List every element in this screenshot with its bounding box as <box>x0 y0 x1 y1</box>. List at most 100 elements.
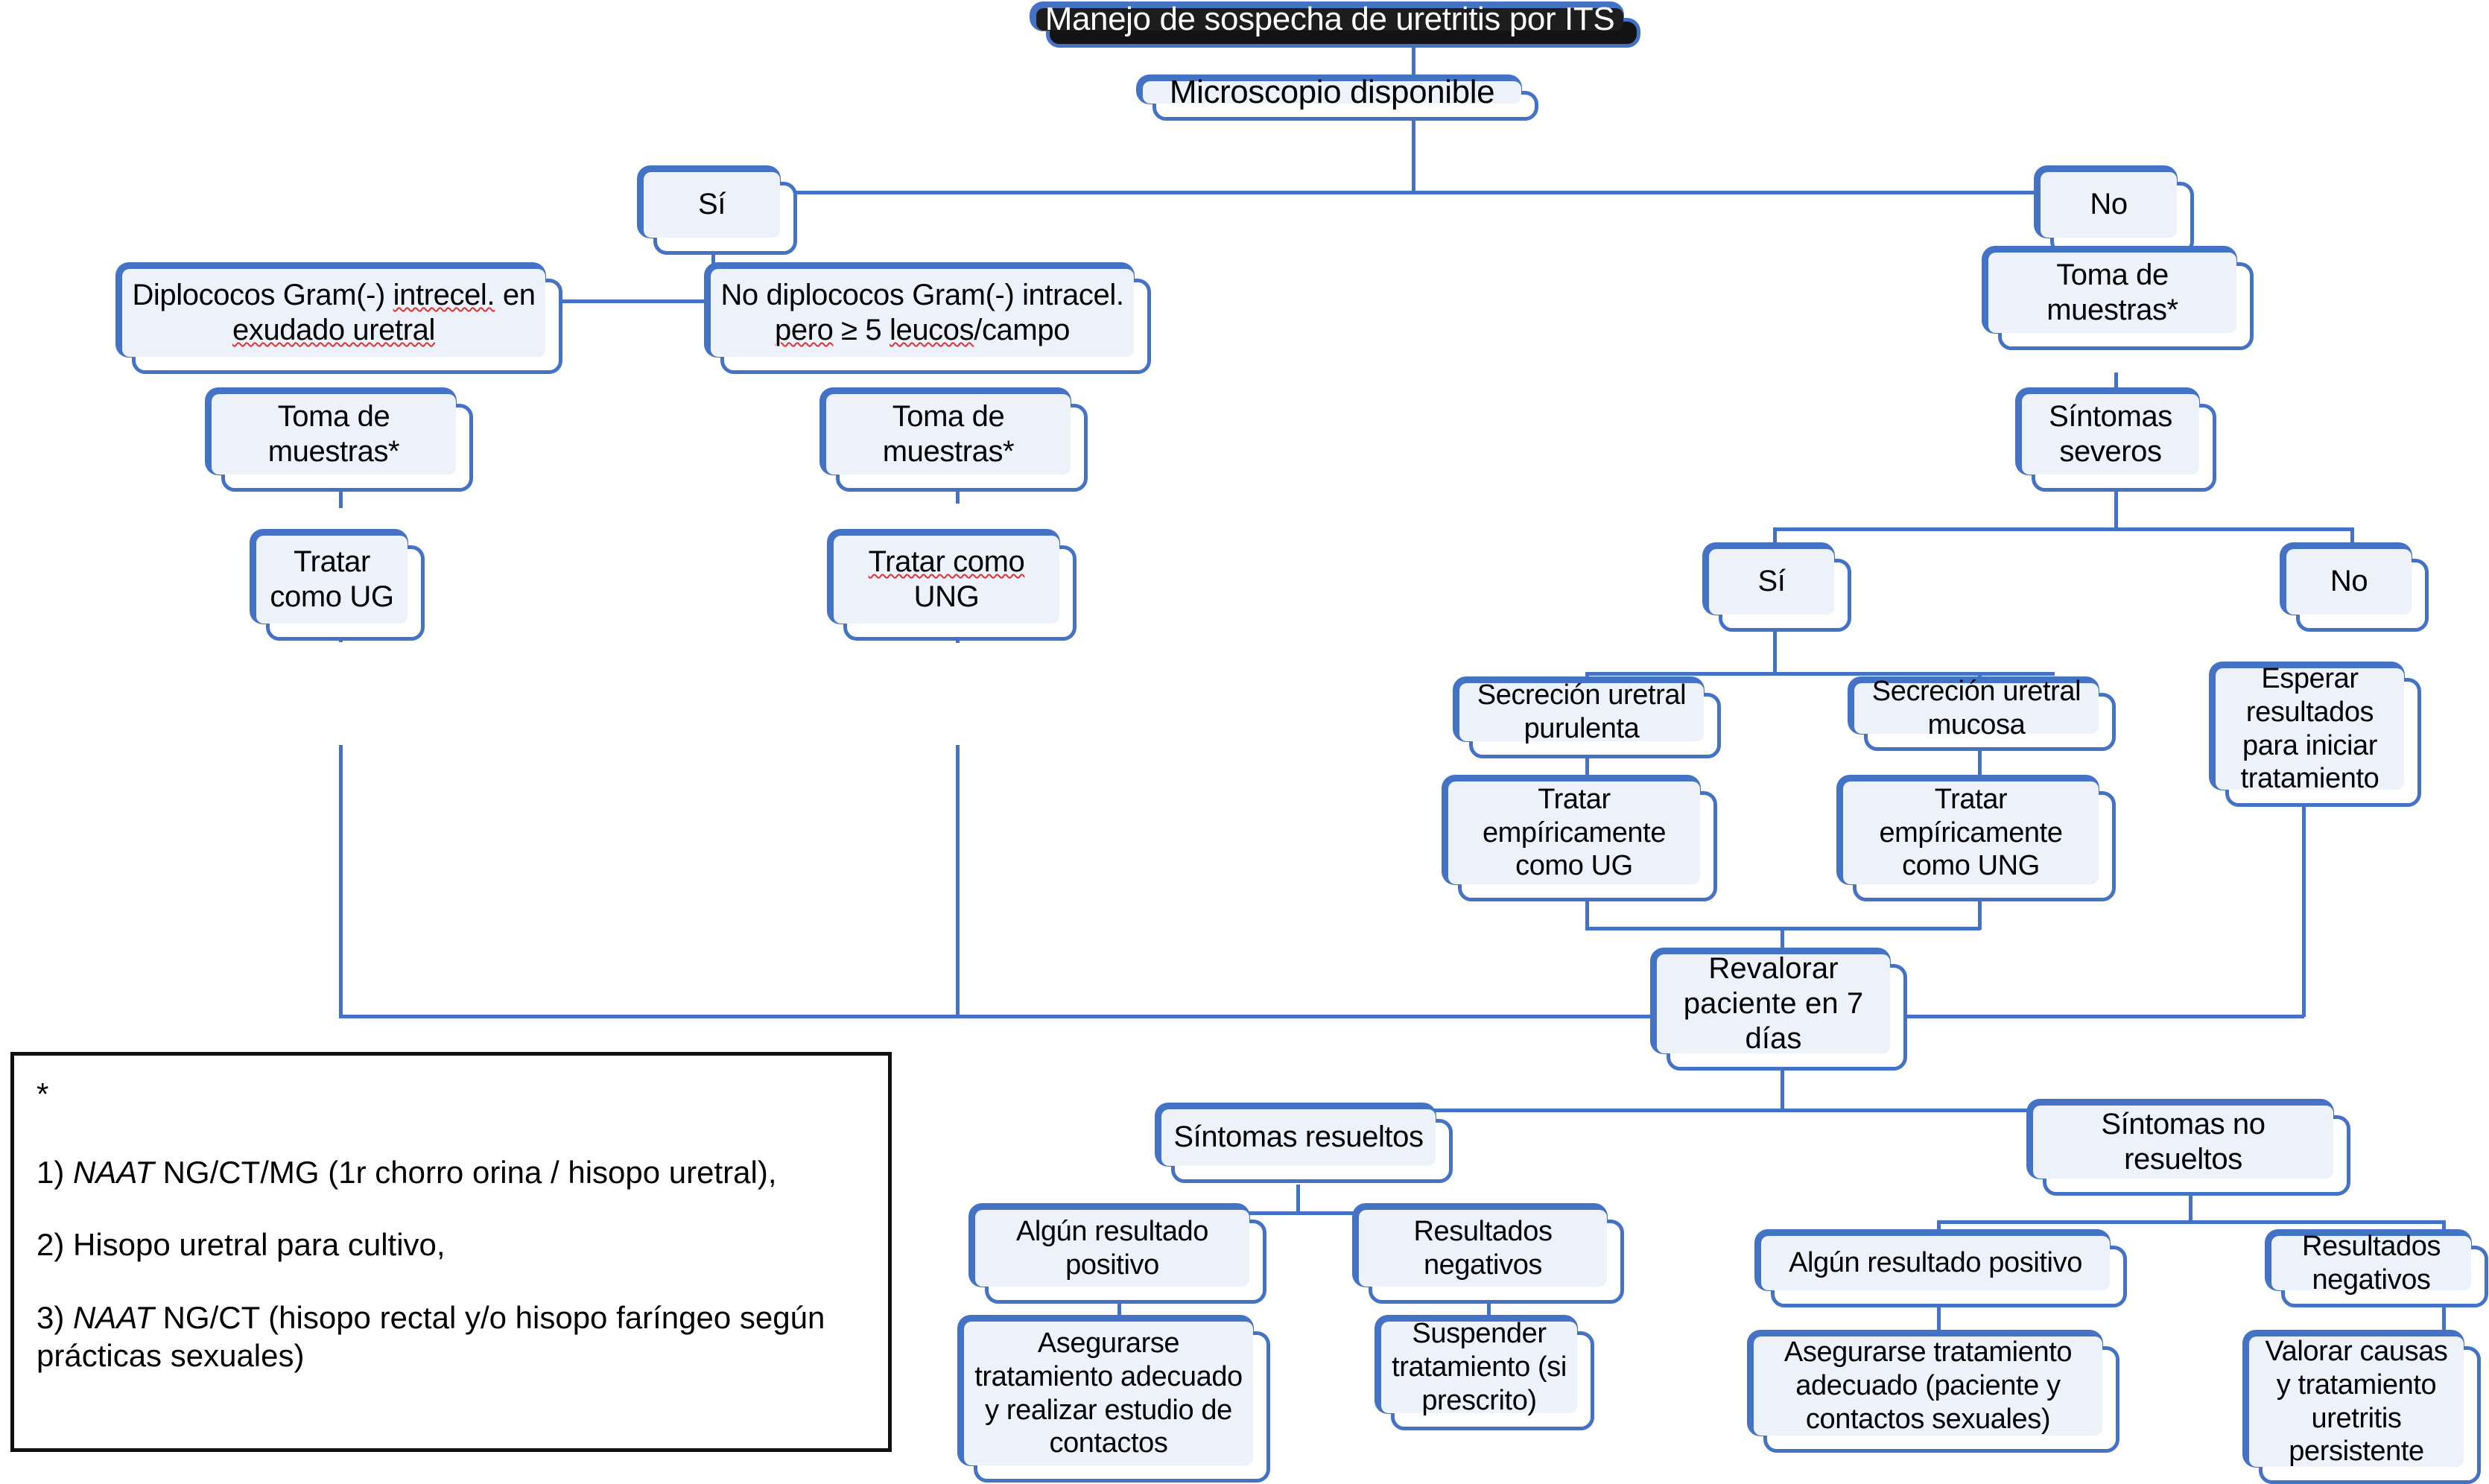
node-label: Algún resultado positivo <box>975 1210 1249 1287</box>
node-card: Sí <box>1709 549 1851 632</box>
node-card: Tratar como UG <box>256 536 425 641</box>
connector-root-microscopio <box>1412 45 1415 83</box>
node-label: Revalorar paciente en 7 días <box>1657 952 1890 1055</box>
footnote-item-3-suffix: NG/CT (hisopo rectal y/o hisopo faríngeo… <box>37 1299 825 1373</box>
node-label: Tratar como UNG <box>834 536 1059 624</box>
connector-noresueltos-down <box>2189 1193 2192 1223</box>
node-card: Sí <box>644 172 797 255</box>
footnote-item-1-emphasis: NAAT <box>73 1155 154 1190</box>
connector-severos-split <box>1773 527 2354 531</box>
footnote-item-3: 3) NAAT NG/CT (hisopo rectal y/o hisopo … <box>37 1298 866 1374</box>
footnote-item-2: 2) Hisopo uretral para cultivo, <box>37 1227 446 1263</box>
node-secrecion-purulenta[interactable]: Secreción uretral purulenta <box>1453 676 1721 758</box>
node-card: Algún resultado positivo <box>1761 1236 2127 1307</box>
node-secrecion-mucosa[interactable]: Secreción uretral mucosa <box>1848 676 2116 751</box>
connector-tratarug-down <box>339 745 343 1017</box>
node-toma-muestras-izquierda[interactable]: Toma de muestras* <box>205 387 473 492</box>
node-card: Resultados negativos <box>1359 1210 1624 1304</box>
node-valorar-causas-uretritis-persistente[interactable]: Valorar causas y tratamiento uretritis p… <box>2242 1330 2481 1484</box>
footnote-panel: * 1) NAAT NG/CT/MG (1r chorro orina / hi… <box>10 1052 892 1452</box>
node-toma-muestras-centro[interactable]: Toma de muestras* <box>819 387 1088 492</box>
node-sintomas-no-resueltos[interactable]: Síntomas no resueltos <box>2026 1099 2350 1196</box>
connector-severos-down <box>2114 492 2118 530</box>
node-label: Síntomas no resueltos <box>2033 1106 2333 1179</box>
node-label-line1: No diplococos Gram(-) intracel. <box>720 278 1124 311</box>
node-label-line2: exudado uretral <box>232 314 435 346</box>
node-severos-no[interactable]: No <box>2280 542 2429 632</box>
node-asegurarse-paciente-contactos[interactable]: Asegurarse tratamiento adecuado (pacient… <box>1747 1330 2119 1453</box>
node-label: Secreción uretral purulenta <box>1459 679 1704 744</box>
node-resultados-negativos-no-resueltos[interactable]: Resultados negativos <box>2265 1229 2488 1307</box>
node-label: No <box>2286 549 2412 615</box>
node-label: Resultados negativos <box>2271 1231 2471 1296</box>
connector-si-split <box>339 299 931 303</box>
node-card: Asegurarse tratamiento adecuado (pacient… <box>1754 1336 2119 1453</box>
node-card: Síntomas severos <box>2022 394 2216 492</box>
node-label: Síntomas resueltos <box>1161 1109 1436 1166</box>
node-card: Síntomas no resueltos <box>2033 1106 2350 1196</box>
node-toma-muestras-derecha[interactable]: Toma de muestras* <box>1982 246 2254 350</box>
footnote-item-3-prefix: 3) <box>37 1299 74 1335</box>
node-label-line1: Tratar como <box>868 545 1025 578</box>
node-label: Tratar empíricamente como UNG <box>1843 781 2099 884</box>
node-sintomas-resueltos[interactable]: Síntomas resueltos <box>1155 1103 1453 1183</box>
node-card: Asegurarse tratamiento adecuado y realiz… <box>964 1322 1270 1483</box>
node-label-line2: UNG <box>913 580 980 613</box>
node-label: Toma de muestras* <box>1988 253 2236 333</box>
connector-purulenta-tratar <box>1585 749 1589 786</box>
node-label: Valorar causas y tratamiento uretritis p… <box>2249 1336 2464 1467</box>
footnote-item-1-prefix: 1) <box>37 1155 74 1190</box>
connector-microscopio-down <box>1412 119 1415 192</box>
node-label: Secreción uretral mucosa <box>1854 676 2099 741</box>
node-label: Resultados negativos <box>1359 1210 1607 1287</box>
node-tratar-empiricamente-ug[interactable]: Tratar empíricamente como UG <box>1442 775 1717 901</box>
node-label: No <box>2041 172 2177 238</box>
node-root-title[interactable]: Manejo de sospecha de uretritis por ITS <box>1030 1 1640 48</box>
node-card: Tratar empíricamente como UNG <box>1843 781 2116 901</box>
node-resultados-negativos-resueltos[interactable]: Resultados negativos <box>1352 1203 1624 1304</box>
node-no-diplococos[interactable]: No diplococos Gram(-) intracel. pero ≥ 5… <box>704 262 1151 374</box>
node-card: No <box>2041 172 2194 255</box>
node-microscopio-si[interactable]: Sí <box>637 165 797 255</box>
connector-tratarung-down <box>956 745 960 1017</box>
node-microscopio-no[interactable]: No <box>2034 165 2194 255</box>
node-diplococos-positivos[interactable]: Diplococos Gram(-) intrecel. en exudado … <box>115 262 562 374</box>
node-algun-resultado-positivo-resueltos[interactable]: Algún resultado positivo <box>968 1203 1266 1304</box>
node-tratar-empiricamente-ung[interactable]: Tratar empíricamente como UNG <box>1836 775 2116 901</box>
node-label: Asegurarse tratamiento adecuado y realiz… <box>964 1322 1253 1465</box>
connector-revalorar-down <box>1781 1069 1784 1112</box>
node-esperar-resultados[interactable]: Esperar resultados para iniciar tratamie… <box>2209 662 2421 807</box>
node-label: Síntomas severos <box>2022 394 2199 475</box>
node-card: Síntomas resueltos <box>1161 1109 1453 1183</box>
connector-revalorar-split <box>1296 1109 2190 1112</box>
node-card: Secreción uretral purulenta <box>1459 679 1721 758</box>
node-suspender-tratamiento[interactable]: Suspender tratamiento (si prescrito) <box>1375 1315 1594 1430</box>
node-label: Tratar empíricamente como UG <box>1448 781 1700 884</box>
connector-tratarug-merge <box>1585 891 1589 930</box>
node-card: Esperar resultados para iniciar tratamie… <box>2216 663 2421 807</box>
node-tratar-como-ung[interactable]: Tratar como UNG <box>827 529 1077 641</box>
node-severos-si[interactable]: Sí <box>1702 542 1851 632</box>
node-card: Toma de muestras* <box>1988 253 2254 350</box>
node-revalorar-paciente[interactable]: Revalorar paciente en 7 días <box>1650 948 1907 1071</box>
node-card: Toma de muestras* <box>826 394 1088 492</box>
footnote-item-1-suffix: NG/CT/MG (1r chorro orina / hisopo uretr… <box>153 1155 777 1190</box>
node-label: No diplococos Gram(-) intracel. pero ≥ 5… <box>711 269 1134 357</box>
connector-esperar-down <box>2302 801 2306 1017</box>
node-card: Tratar como UNG <box>834 536 1077 641</box>
node-algun-resultado-positivo-no-resueltos[interactable]: Algún resultado positivo <box>1754 1229 2127 1307</box>
node-label: Tratar como UG <box>256 536 408 624</box>
node-microscopio-disponible[interactable]: Microscopio disponible <box>1136 74 1538 121</box>
node-card: Microscopio disponible <box>1143 74 1538 121</box>
connector-tratarung-merge <box>1978 891 1982 930</box>
connector-merge-revalorar <box>1781 927 1784 965</box>
node-label-line1: Diplococos Gram(-) intrecel. en <box>132 278 536 311</box>
footnote-marker: * <box>37 1076 49 1112</box>
node-tratar-como-ug[interactable]: Tratar como UG <box>250 529 425 641</box>
connector-mucosa-tratar <box>1978 749 1982 786</box>
node-card: Manejo de sospecha de uretritis por ITS <box>1036 1 1640 48</box>
node-card: Tratar empíricamente como UG <box>1448 781 1717 901</box>
node-sintomas-severos[interactable]: Síntomas severos <box>2015 387 2216 492</box>
node-asegurarse-estudio-contactos[interactable]: Asegurarse tratamiento adecuado y realiz… <box>957 1315 1270 1483</box>
